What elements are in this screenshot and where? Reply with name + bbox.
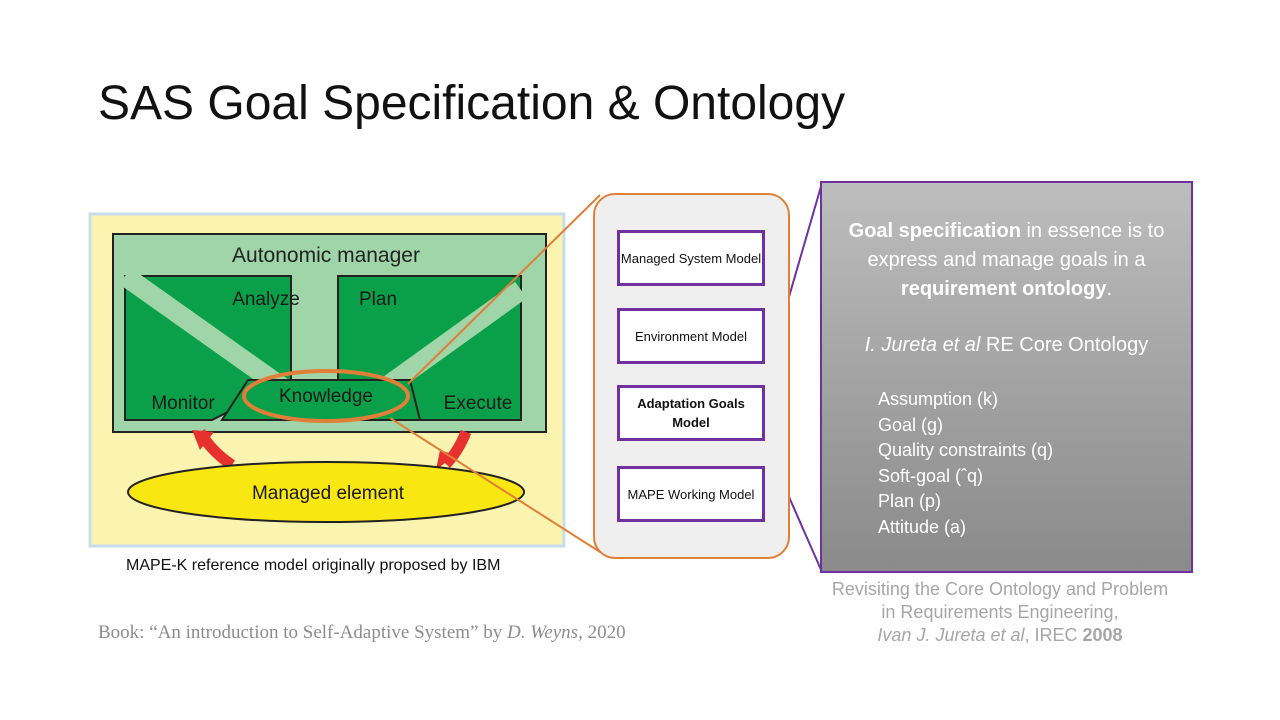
knowledge-highlight xyxy=(242,369,410,423)
list-item: Plan (p) xyxy=(878,491,942,512)
plan-label: Plan xyxy=(359,289,397,310)
list-item: Soft-goal (ˆq) xyxy=(878,465,984,486)
zoom-line-top xyxy=(407,194,601,385)
mape-working-model-box: MAPE Working Model xyxy=(617,466,765,522)
requirement-ontology-bold: requirement ontology xyxy=(900,278,1107,300)
book-reference: Book: “An introduction to Self-Adaptive … xyxy=(98,622,626,644)
knowledge-label: Knowledge xyxy=(279,386,373,407)
book-ref-author: D. Weyns xyxy=(506,622,579,643)
adaptation-goals-model-box: Adaptation Goals Model xyxy=(617,385,765,441)
paper-reference: Revisiting the Core Ontology and Problem… xyxy=(830,578,1170,647)
execute-label: Execute xyxy=(444,393,513,414)
goal-spec-body: in essence is to express and manage goal… xyxy=(867,220,1165,271)
execute-arrow xyxy=(442,429,472,468)
monitor-arrow-head xyxy=(192,430,214,450)
goal-spec-text: Goal specification in essence is to expr… xyxy=(822,217,1191,304)
page-title: SAS Goal Specification & Ontology xyxy=(98,77,846,130)
environment-model-box: Environment Model xyxy=(617,308,765,364)
execute-arrow-head xyxy=(436,450,455,470)
autonomic-manager-label: Autonomic manager xyxy=(232,244,420,267)
paper-ref-authors: Ivan J. Jureta et al xyxy=(877,625,1025,645)
list-item: Goal (g) xyxy=(878,414,944,435)
book-ref-prefix: Book: “An introduction to Self-Adaptive … xyxy=(98,622,507,643)
analyze-label: Analyze xyxy=(232,289,300,310)
monitor-label: Monitor xyxy=(151,393,215,414)
list-item: Assumption (k) xyxy=(878,389,999,409)
book-ref-year: , 2020 xyxy=(578,622,626,643)
list-item: Quality constraints (q) xyxy=(878,440,1054,461)
zoom-line-bottom xyxy=(389,417,601,553)
models-panel: Managed System Model Environment Model A… xyxy=(593,193,790,559)
ontology-concepts-list: Assumption (k) Goal (g) Quality constrai… xyxy=(878,387,1053,541)
managed-element-ellipse xyxy=(127,461,525,523)
list-item: Attitude (a) xyxy=(878,516,967,537)
goal-spec-end: . xyxy=(1106,278,1113,300)
knowledge-base xyxy=(220,379,422,421)
goal-spec-bold: Goal specification xyxy=(848,220,1021,242)
ontology-reference: I. Jureta et al RE Core Ontology xyxy=(822,334,1191,357)
mape-caption: MAPE-K reference model originally propos… xyxy=(126,557,501,574)
ontology-ref-author: I. Jureta et al xyxy=(864,334,981,356)
managed-system-model-box: Managed System Model xyxy=(617,230,765,286)
managed-element-label: Managed element xyxy=(252,483,405,504)
paper-ref-title: Revisiting the Core Ontology and Problem… xyxy=(831,579,1169,622)
goal-specification-box: Goal specification in essence is to expr… xyxy=(820,181,1193,573)
paper-ref-venue: , IREC xyxy=(1024,625,1083,645)
paper-ref-year: 2008 xyxy=(1082,625,1123,645)
ontology-ref-rest: RE Core Ontology xyxy=(980,334,1149,356)
